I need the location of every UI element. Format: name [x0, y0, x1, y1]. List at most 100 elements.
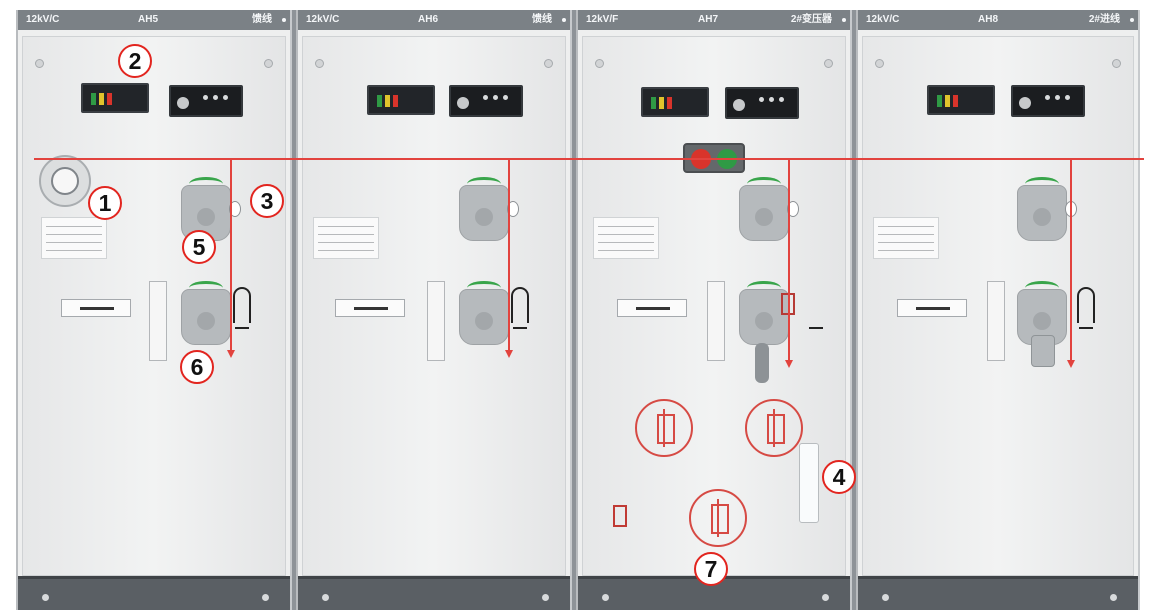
ground-bars-icon [235, 327, 249, 337]
text-line [598, 242, 654, 243]
gauge-dial-icon [51, 167, 79, 195]
interlock-slider[interactable] [617, 299, 687, 317]
green-lamp-icon [377, 95, 382, 107]
arrow-down-icon [785, 360, 793, 368]
cabinet-voltage: 12kV/C [26, 14, 60, 25]
position-indicator-icon [189, 281, 223, 295]
green-lamp-icon [651, 97, 656, 109]
earthing-switch-operating-port[interactable] [739, 289, 789, 345]
screw-icon [1112, 59, 1121, 68]
led-icon [493, 95, 498, 100]
text-line [598, 250, 654, 251]
text-line [598, 234, 654, 235]
operating-key-icon[interactable] [755, 343, 769, 383]
live-display-relay [1011, 85, 1085, 117]
live-display-relay [449, 85, 523, 117]
text-line [46, 226, 102, 227]
selector-knob-icon [457, 97, 469, 109]
load-switch-operating-port[interactable] [459, 185, 509, 241]
interlock-slider[interactable] [897, 299, 967, 317]
hole-icon [602, 594, 609, 601]
yellow-lamp-icon [99, 93, 104, 105]
text-line [318, 226, 374, 227]
red-lamp-icon [107, 93, 112, 105]
pressure-gauge [39, 155, 91, 207]
cabinet-function: 馈线 [532, 14, 552, 25]
gas-pressure-indicator [367, 85, 435, 115]
led-icon [503, 95, 508, 100]
callout-1: 1 [88, 186, 122, 220]
interlock-mechanism [707, 281, 725, 361]
circuit-line [508, 160, 510, 350]
text-line [46, 242, 102, 243]
cabinet-header: 12kV/C AH5 馈线 [18, 10, 290, 30]
position-indicator-icon [467, 177, 501, 191]
gas-pressure-indicator [927, 85, 995, 115]
text-line [878, 234, 934, 235]
earthing-switch-operating-port[interactable] [1017, 289, 1067, 345]
screw-icon [264, 59, 273, 68]
selector-knob-icon [733, 99, 745, 111]
base-rail [298, 576, 570, 610]
callout-7: 7 [694, 552, 728, 586]
red-lamp-icon [953, 95, 958, 107]
earthing-switch-operating-port[interactable] [181, 289, 231, 345]
gas-pressure-indicator [81, 83, 149, 113]
fuse-label-icon [613, 505, 627, 527]
text-line [598, 226, 654, 227]
cabinet-function: 馈线 [252, 14, 272, 25]
cabinet-function: 2#变压器 [790, 14, 832, 25]
ground-bars-icon [513, 327, 527, 337]
fuse-compartment-icon [689, 489, 747, 547]
observation-window [507, 201, 519, 217]
interlock-mechanism [427, 281, 445, 361]
load-switch-operating-port[interactable] [739, 185, 789, 241]
earthing-switch-operating-port[interactable] [459, 289, 509, 345]
live-display-relay [725, 87, 799, 119]
screw-icon [544, 59, 553, 68]
led-icon [1065, 95, 1070, 100]
earth-symbol-icon [233, 287, 251, 323]
arrow-down-icon [1067, 360, 1075, 368]
yellow-lamp-icon [945, 95, 950, 107]
text-line [878, 242, 934, 243]
gas-pressure-indicator [641, 87, 709, 117]
screw-icon [595, 59, 604, 68]
observation-window [787, 201, 799, 217]
hole-icon [1110, 594, 1117, 601]
cabinet-door [302, 36, 566, 576]
text-line [318, 250, 374, 251]
ground-bars-icon [809, 327, 823, 337]
hole-icon [882, 594, 889, 601]
interlock-slider[interactable] [335, 299, 405, 317]
screw-icon [875, 59, 884, 68]
cabinet-door [862, 36, 1134, 576]
position-indicator-icon [1025, 177, 1059, 191]
padlock-icon [1031, 335, 1055, 367]
fuse-tube [799, 443, 819, 523]
cabinet-door [582, 36, 846, 576]
hole-icon [542, 594, 549, 601]
callout-5: 5 [182, 230, 216, 264]
interlock-mechanism [149, 281, 167, 361]
header-dot-icon [1130, 18, 1134, 22]
callout-6: 6 [180, 350, 214, 384]
text-line [46, 234, 102, 235]
cabinet-voltage: 12kV/F [586, 14, 619, 25]
circuit-line [788, 160, 790, 360]
circuit-line [230, 160, 232, 350]
interlock-slider[interactable] [61, 299, 131, 317]
cabinet-voltage: 12kV/C [866, 14, 900, 25]
hole-icon [322, 594, 329, 601]
screw-icon [824, 59, 833, 68]
text-line [318, 234, 374, 235]
arrow-down-icon [227, 350, 235, 358]
cabinet-id: AH8 [978, 14, 999, 25]
operation-instruction-plate [873, 217, 939, 259]
cabinet-header: 12kV/C AH6 馈线 [298, 10, 570, 30]
operation-instruction-plate [313, 217, 379, 259]
led-icon [769, 97, 774, 102]
callout-4: 4 [822, 460, 856, 494]
load-switch-operating-port[interactable] [1017, 185, 1067, 241]
callout-2: 2 [118, 44, 152, 78]
